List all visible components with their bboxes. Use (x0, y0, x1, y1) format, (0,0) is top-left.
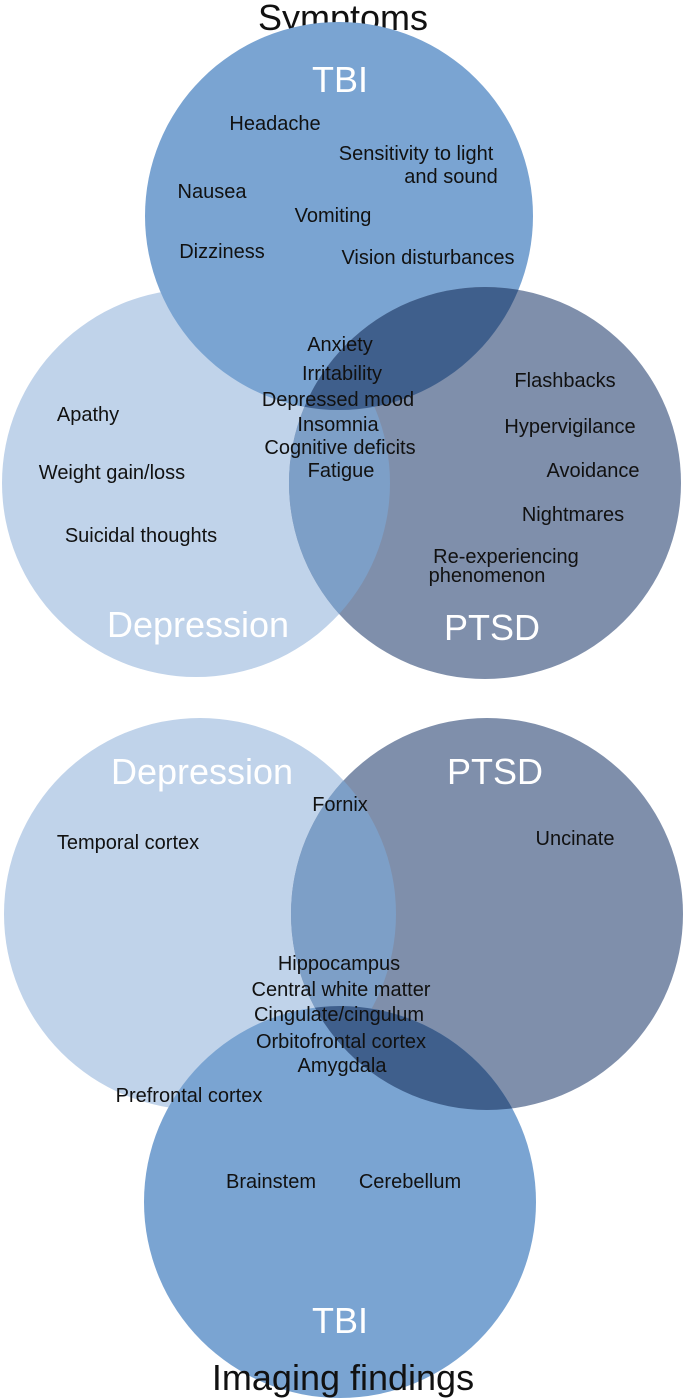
list-item: Headache (229, 113, 320, 135)
list-item: Fornix (312, 794, 368, 816)
list-item: Nightmares (522, 504, 624, 526)
list-item: Cerebellum (359, 1171, 461, 1193)
ptsd-label-imaging: PTSD (447, 751, 543, 792)
list-item: phenomenon (429, 565, 546, 587)
list-item: Temporal cortex (57, 832, 199, 854)
list-item: Dizziness (179, 241, 265, 263)
list-item: Flashbacks (514, 370, 615, 392)
list-item: Central white matter (252, 979, 431, 1001)
depression-only-items: Apathy Weight gain/loss Suicidal thought… (39, 404, 217, 547)
list-item: Hippocampus (278, 953, 400, 975)
tbi-label-imaging: TBI (312, 1300, 368, 1341)
list-item: Orbitofrontal cortex (256, 1031, 426, 1053)
ptsd-only-items: Flashbacks Hypervigilance Avoidance Nigh… (429, 370, 640, 587)
depression-label: Depression (107, 604, 289, 645)
list-item: Amygdala (298, 1055, 388, 1077)
list-item: Apathy (57, 404, 119, 426)
list-item: Vision disturbances (341, 247, 514, 269)
shared-items: Anxiety Irritability Depressed mood Inso… (262, 334, 416, 482)
tbi-label: TBI (312, 59, 368, 100)
imaging-venn: Depression PTSD TBI Fornix Temporal cort… (4, 718, 683, 1398)
list-item: Avoidance (546, 460, 639, 482)
list-item: Brainstem (226, 1171, 316, 1193)
list-item: Weight gain/loss (39, 462, 185, 484)
imaging-title: Imaging findings (212, 1357, 474, 1398)
list-item: Cingulate/cingulum (254, 1004, 424, 1026)
list-item: Hypervigilance (504, 416, 635, 438)
list-item: Cognitive deficits (264, 437, 415, 459)
tbi-ptsd-overlap (289, 287, 533, 410)
ptsd-circle-imaging (291, 718, 683, 1110)
depression-label-imaging: Depression (111, 751, 293, 792)
list-item: Re-experiencing (433, 546, 579, 568)
list-item: Suicidal thoughts (65, 525, 217, 547)
tbi-only-items: Headache Sensitivity to light and sound … (178, 113, 515, 269)
symptoms-venn: Symptoms TBI Depression PTSD Headache Se… (2, 0, 681, 679)
list-item: Insomnia (297, 414, 379, 436)
list-item: Depressed mood (262, 389, 414, 411)
list-item: Vomiting (295, 205, 372, 227)
list-item: Prefrontal cortex (116, 1085, 263, 1107)
list-item: Sensitivity to light (339, 143, 494, 165)
tbi-circle-imaging (144, 1006, 536, 1398)
ptsd-label: PTSD (444, 607, 540, 648)
list-item: Anxiety (307, 334, 373, 356)
list-item: Nausea (178, 181, 248, 203)
list-item: Uncinate (536, 828, 615, 850)
list-item: and sound (404, 166, 497, 188)
shared-imaging-items: Hippocampus Central white matter Cingula… (252, 953, 431, 1077)
list-item: Fatigue (308, 460, 375, 482)
list-item: Irritability (302, 363, 382, 385)
